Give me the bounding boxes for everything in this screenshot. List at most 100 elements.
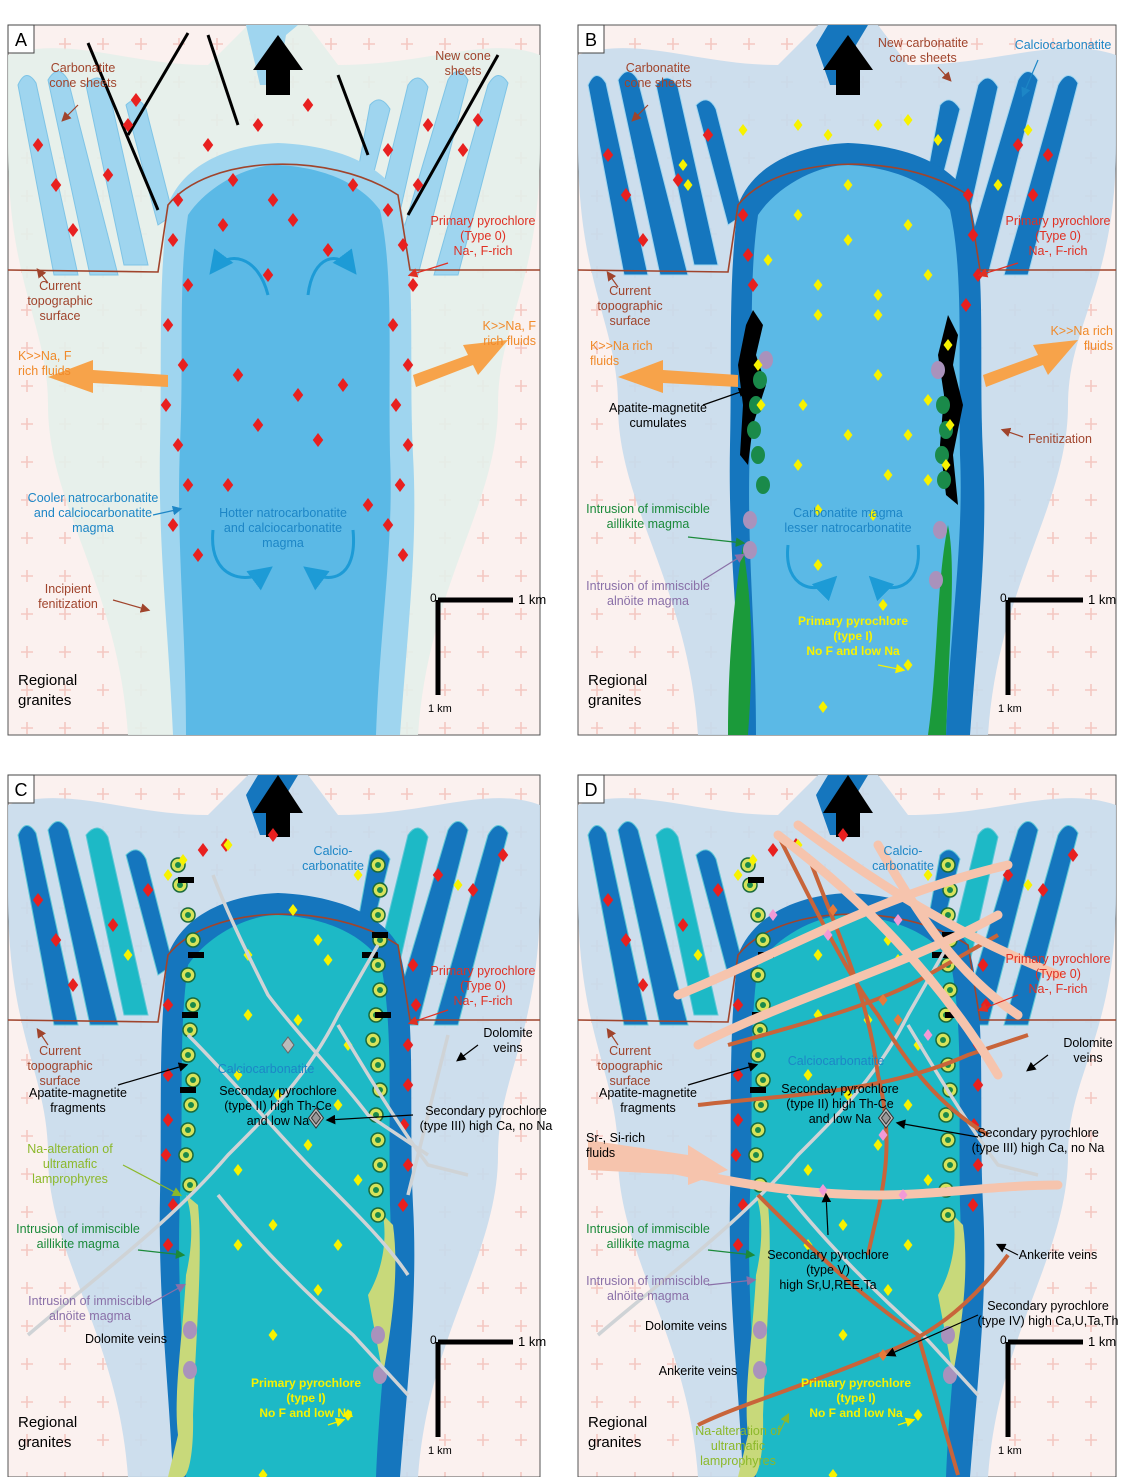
- label-calciocarbonatite: Calciocarbonatite: [1015, 38, 1112, 52]
- fragment-ring-core: [185, 972, 191, 978]
- label-fluids-left: K>>Na, Frich fluids: [18, 349, 72, 378]
- panel-letter: B: [585, 30, 597, 50]
- fragment-ring-core: [377, 887, 383, 893]
- fragment-ring-core: [370, 1037, 376, 1043]
- fragment-ring-core: [945, 862, 951, 868]
- cumulate-grain: [936, 396, 950, 414]
- fragment-ring-core: [947, 887, 953, 893]
- scale-origin-label: 0: [1000, 591, 1007, 605]
- cumulate-grain: [747, 421, 761, 439]
- fragment-ring-core: [375, 1212, 381, 1218]
- fragment-ring-core: [745, 862, 751, 868]
- fragment-ring-core: [185, 1127, 191, 1133]
- panel-a: A01 km1 kmRegionalgranitesCarbonatitecon…: [8, 25, 546, 735]
- fragment-ring-core: [755, 912, 761, 918]
- fragment-ring-core: [375, 1137, 381, 1143]
- alnoite-grain: [743, 511, 757, 529]
- fragment-ring-core: [375, 862, 381, 868]
- label-calciocarbonatite-center: Calciocarbonatite: [218, 1062, 315, 1076]
- apatite-magnetite-fragment: [375, 1012, 391, 1018]
- fragment-ring-core: [377, 987, 383, 993]
- label-type3-pyrochlore: Secondary pyrochlore(type III) high Ca, …: [972, 1126, 1105, 1155]
- alnoite-grain: [753, 1321, 767, 1339]
- cumulate-grain: [937, 471, 951, 489]
- label-type4-pyrochlore: Secondary pyrochlore(type IV) high Ca,U,…: [977, 1299, 1118, 1328]
- fragment-ring-core: [375, 962, 381, 968]
- fragment-ring-core: [187, 1182, 193, 1188]
- label-cone-sheets: Carbonatitecone sheets: [624, 61, 691, 90]
- label-fenitization: Fenitization: [1028, 432, 1092, 446]
- fragment-ring-core: [755, 1127, 761, 1133]
- fragment-ring-core: [373, 1187, 379, 1193]
- carbonatite-column-inner: [179, 165, 391, 735]
- label-ankerite-veins-left: Ankerite veins: [659, 1364, 738, 1378]
- scale-vertical-label: 1 km: [428, 703, 452, 715]
- fragment-ring-core: [175, 862, 181, 868]
- label-carbonatite-magma: Carbonatite magmalesser natrocarbonatite: [784, 506, 911, 535]
- scale-horizontal-label: 1 km: [518, 1334, 546, 1349]
- fragment-ring-core: [187, 1027, 193, 1033]
- label-ankerite-veins-right: Ankerite veins: [1019, 1248, 1098, 1262]
- fragment-ring-core: [375, 1062, 381, 1068]
- fragment-ring-core: [760, 1077, 766, 1083]
- label-calciocarbonatite-center: Calciocarbonatite: [788, 1054, 885, 1068]
- label-cone-sheets: Carbonatitecone sheets: [49, 61, 116, 90]
- fragment-ring-core: [183, 1152, 189, 1158]
- fragment-ring-core: [190, 1002, 196, 1008]
- panel-letter: C: [15, 780, 28, 800]
- fragment-ring-core: [188, 1102, 194, 1108]
- scale-vertical-label: 1 km: [998, 1445, 1022, 1457]
- label-dolomite-veins-left: Dolomite veins: [645, 1319, 727, 1333]
- fragment-ring-core: [753, 1152, 759, 1158]
- fragment-ring-core: [190, 937, 196, 943]
- fragment-ring-core: [945, 1212, 951, 1218]
- fragment-ring-core: [755, 972, 761, 978]
- panel-d: D01 km1 kmRegionalgranitesCalcio-carbona…: [578, 775, 1119, 1477]
- fragment-ring-core: [185, 1052, 191, 1058]
- fragment-ring-core: [758, 1102, 764, 1108]
- scale-vertical-label: 1 km: [428, 1445, 452, 1457]
- fragment-ring-core: [757, 1027, 763, 1033]
- fragment-ring-core: [185, 912, 191, 918]
- fragment-ring-core: [375, 912, 381, 918]
- panel-c: C01 km1 kmRegionalgranitesCalcio-carbona…: [8, 775, 552, 1477]
- label-type3-pyrochlore: Secondary pyrochlore(type III) high Ca, …: [420, 1104, 553, 1133]
- alnoite-grain: [183, 1361, 197, 1379]
- apatite-magnetite-fragment: [750, 1087, 766, 1093]
- panel-letter: D: [585, 780, 598, 800]
- fragment-ring-core: [945, 1137, 951, 1143]
- apatite-magnetite-fragment: [188, 952, 204, 958]
- cumulate-grain: [751, 446, 765, 464]
- alnoite-grain: [183, 1321, 197, 1339]
- apatite-magnetite-fragment: [178, 877, 194, 883]
- label-new-cone-sheets: New carbonatitecone sheets: [878, 36, 968, 65]
- alnoite-grain: [371, 1326, 385, 1344]
- scale-horizontal-label: 1 km: [1088, 1334, 1116, 1349]
- label-incipient-fenitization: Incipientfenitization: [38, 582, 98, 611]
- cumulate-grain: [756, 476, 770, 494]
- apatite-magnetite-fragment: [748, 877, 764, 883]
- panel-letter: A: [15, 30, 27, 50]
- fragment-ring-core: [943, 1112, 949, 1118]
- scale-origin-label: 0: [1000, 1333, 1007, 1347]
- fragment-ring-core: [190, 1077, 196, 1083]
- alnoite-grain: [743, 541, 757, 559]
- apatite-magnetite-fragment: [372, 932, 388, 938]
- carbonatite-column-inner: [179, 915, 391, 1477]
- cumulate-grain: [753, 371, 767, 389]
- alnoite-grain: [931, 361, 945, 379]
- apatite-magnetite-fragment: [180, 1087, 196, 1093]
- scale-horizontal-label: 1 km: [518, 592, 546, 607]
- fragment-ring-core: [760, 937, 766, 943]
- fragment-ring-core: [940, 1037, 946, 1043]
- fragment-ring-core: [755, 1052, 761, 1058]
- scale-vertical-label: 1 km: [998, 703, 1022, 715]
- scale-horizontal-label: 1 km: [1088, 592, 1116, 607]
- alnoite-grain: [929, 571, 943, 589]
- apatite-magnetite-fragment: [182, 1012, 198, 1018]
- alnoite-grain: [933, 521, 947, 539]
- label-dolomite-veins-left: Dolomite veins: [85, 1332, 167, 1346]
- scale-origin-label: 0: [430, 591, 437, 605]
